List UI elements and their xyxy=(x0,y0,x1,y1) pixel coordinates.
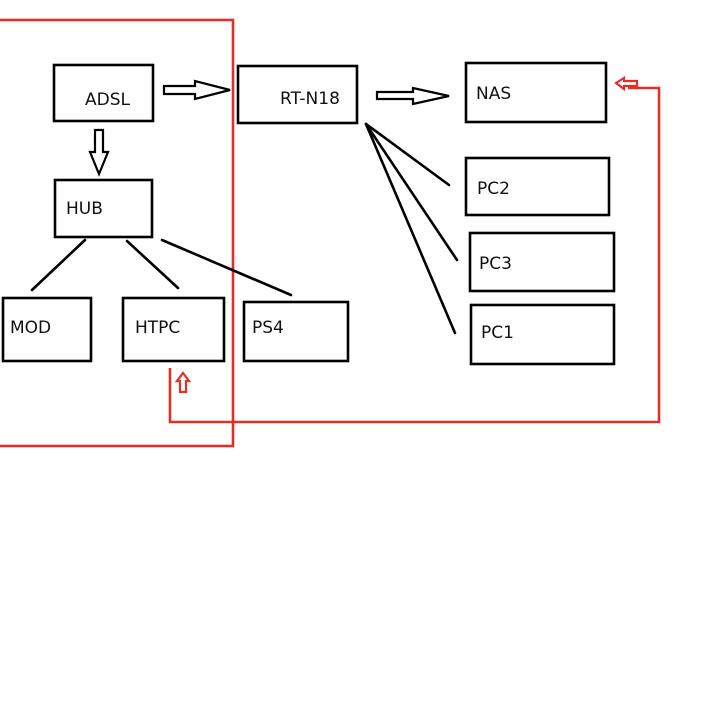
rt-n18-to-nas-arrow-icon xyxy=(375,86,450,106)
rt-n18-to-pc2-line xyxy=(364,122,451,187)
node-nas-box xyxy=(464,61,608,124)
node-adsl-label: ADSL xyxy=(85,90,131,110)
node-adsl-box xyxy=(52,63,155,123)
node-mod-label: MOD xyxy=(10,318,51,338)
red-arrow-left-icon xyxy=(614,76,639,92)
node-ps4-box xyxy=(242,300,350,363)
node-hub-box xyxy=(53,178,154,239)
node-pc2-label: PC2 xyxy=(477,179,510,199)
highlight-group-frame xyxy=(0,18,235,448)
node-pc3-box xyxy=(468,231,616,293)
node-hub-label: HUB xyxy=(66,199,103,219)
node-ps4-label: PS4 xyxy=(252,318,284,338)
rt-n18-to-pc1-line xyxy=(364,122,457,335)
node-nas-label: NAS xyxy=(476,84,511,104)
node-rt-n18-label: RT-N18 xyxy=(280,89,340,109)
node-pc2-box xyxy=(464,156,611,217)
node-nas: NAS xyxy=(464,61,608,124)
node-adsl: ADSL xyxy=(52,63,155,123)
node-ps4: PS4 xyxy=(242,300,350,363)
node-hub: HUB xyxy=(53,178,154,239)
nas-to-htpc-red-line xyxy=(168,86,661,424)
node-pc1-label: PC1 xyxy=(481,323,514,343)
hub-to-ps4-line xyxy=(160,238,293,297)
rt-n18-to-pc3-line xyxy=(364,122,459,262)
node-pc1-box xyxy=(469,303,616,366)
node-mod: MOD xyxy=(1,296,93,363)
node-pc1: PC1 xyxy=(469,303,616,366)
node-mod-box xyxy=(1,296,93,363)
node-rt-n18: RT-N18 xyxy=(236,64,359,125)
node-htpc: HTPC xyxy=(121,296,226,363)
node-pc2: PC2 xyxy=(464,156,611,217)
adsl-to-hub-arrow-icon xyxy=(88,128,110,177)
adsl-to-rt-n18-arrow-icon xyxy=(162,79,231,101)
hub-to-mod-line xyxy=(30,238,87,292)
red-arrow-up-icon xyxy=(174,371,192,394)
hub-to-htpc-line xyxy=(125,239,180,290)
node-htpc-box xyxy=(121,296,226,363)
node-pc3-label: PC3 xyxy=(479,254,512,274)
node-rt-n18-box xyxy=(236,64,359,125)
node-pc3: PC3 xyxy=(468,231,616,293)
node-htpc-label: HTPC xyxy=(135,318,180,338)
